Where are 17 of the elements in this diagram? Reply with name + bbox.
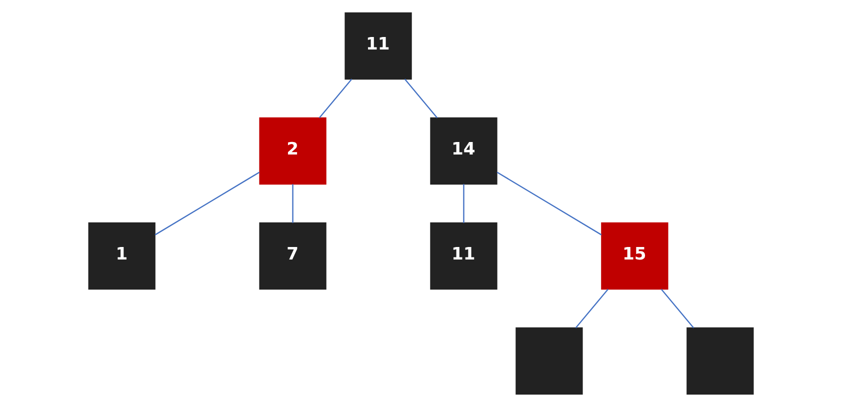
node-box: 15 xyxy=(601,222,668,290)
node-box: 7 xyxy=(259,222,326,290)
connector xyxy=(318,78,352,118)
connector xyxy=(463,184,464,223)
connector xyxy=(404,78,438,118)
node-box xyxy=(516,327,583,395)
connector xyxy=(292,184,294,223)
node-box: 11 xyxy=(344,12,412,80)
connector xyxy=(575,288,609,328)
node-box xyxy=(686,327,754,395)
connector xyxy=(660,288,694,328)
node-box: 1 xyxy=(88,222,156,290)
node-box: 2 xyxy=(259,117,326,185)
connector xyxy=(496,172,602,236)
node-box: 14 xyxy=(430,117,498,185)
node-box: 11 xyxy=(430,222,498,290)
connector xyxy=(154,172,260,236)
